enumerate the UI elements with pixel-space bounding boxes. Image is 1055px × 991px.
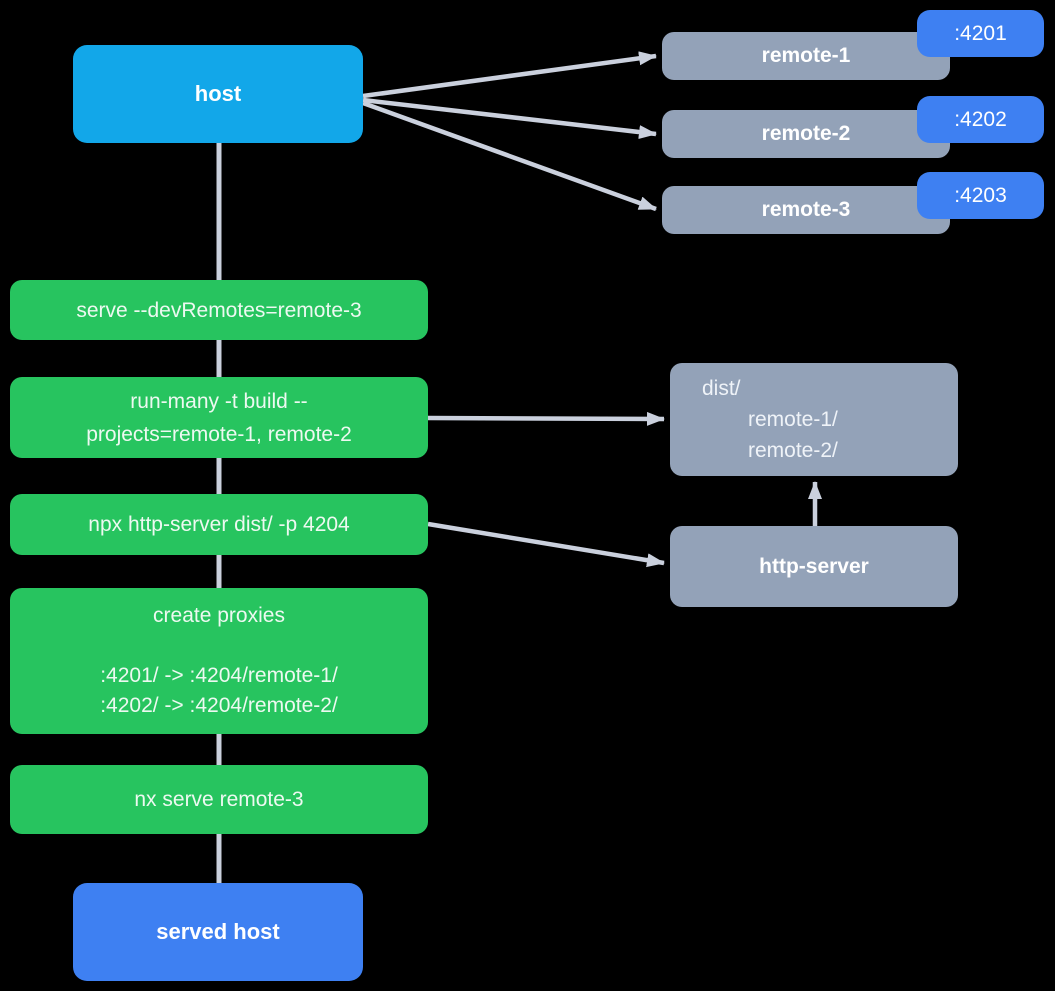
dist-child-remote-1: remote-1/ [748,408,838,431]
host-label: host [194,81,242,106]
port-badge-4202-label: :4202 [954,107,1007,131]
edge-host-remote-2 [362,97,657,139]
edge-httpcmd-httpserver [427,521,665,568]
command-nx-serve-node: nx serve remote-3 [10,765,428,834]
served-host-label: served host [156,919,280,944]
dist-child-remote-2: remote-2/ [748,439,838,462]
edge-build-dist [427,411,665,426]
command-proxies-node: create proxies :4201/ -> :4204/remote-1/… [10,588,428,734]
served-host-node: served host [73,883,363,981]
port-badge-4202: :4202 [917,96,1044,143]
port-badge-4203-label: :4203 [954,183,1007,207]
http-server-label: http-server [759,554,869,578]
command-serve-node: serve --devRemotes=remote-3 [10,280,428,340]
command-build-line-1: run-many -t build -- [130,389,308,413]
proxy-mapping-2: :4202/ -> :4204/remote-2/ [100,694,338,717]
command-serve-text: serve --devRemotes=remote-3 [76,298,362,322]
remote-3-node: remote-3 [662,186,950,234]
edge-host-remote-3 [362,100,657,212]
proxy-mapping-1: :4201/ -> :4204/remote-1/ [100,664,338,687]
dist-folder-node: dist/ remote-1/ remote-2/ [670,363,958,476]
port-badge-4201: :4201 [917,10,1044,57]
remote-1-label: remote-1 [761,44,851,67]
remote-1-node: remote-1 [662,32,950,80]
proxies-title: create proxies [153,604,285,627]
port-badge-4201-label: :4201 [954,21,1007,45]
command-http-server-text: npx http-server dist/ -p 4204 [88,513,350,536]
remote-3-label: remote-3 [761,198,851,221]
dist-root-label: dist/ [702,377,741,400]
command-build-line-2: projects=remote-1, remote-2 [86,422,352,446]
host-node: host [73,45,363,143]
command-nx-serve-text: nx serve remote-3 [134,788,304,811]
remote-2-node: remote-2 [662,110,950,158]
command-http-server-node: npx http-server dist/ -p 4204 [10,494,428,555]
remote-2-label: remote-2 [761,122,851,145]
port-badge-4203: :4203 [917,172,1044,219]
http-server-node: http-server [670,526,958,607]
command-build-node: run-many -t build -- projects=remote-1, … [10,377,428,458]
edge-host-remote-1 [362,51,657,99]
